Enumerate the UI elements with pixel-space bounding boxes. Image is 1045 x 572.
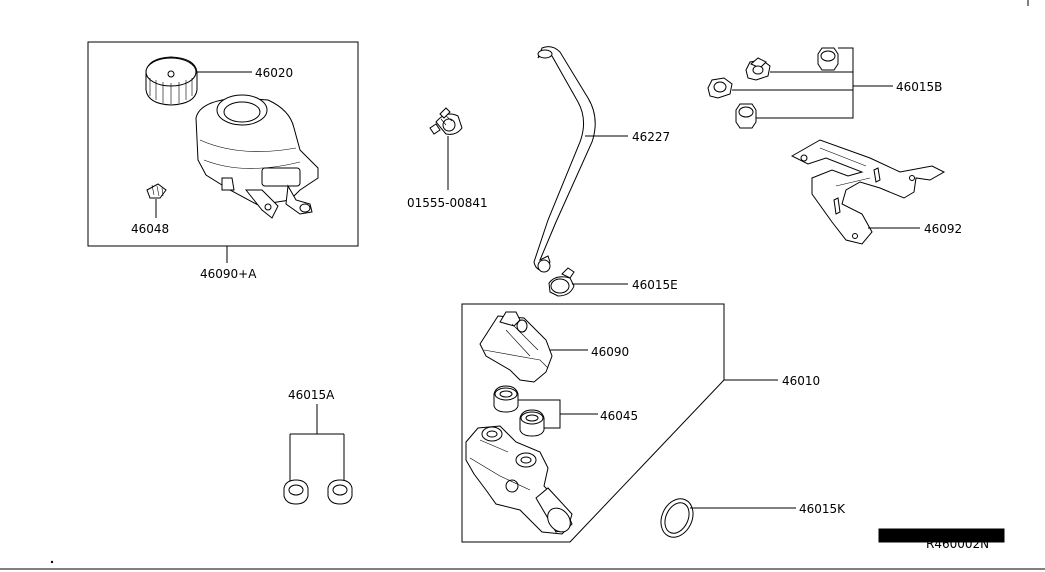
grommet-lower-part[interactable] bbox=[519, 409, 545, 437]
hose-clamp-group: 46015E bbox=[548, 267, 678, 297]
speck bbox=[50, 560, 54, 564]
bracket-group: 46092 bbox=[790, 139, 962, 245]
reservoir-part[interactable] bbox=[479, 311, 553, 383]
master-cylinder-box bbox=[461, 303, 725, 543]
mounting-bracket-part[interactable] bbox=[790, 139, 946, 245]
seal-left-part[interactable] bbox=[283, 479, 309, 505]
oring-part[interactable] bbox=[655, 494, 699, 543]
reservoir-assembly-box bbox=[87, 41, 359, 247]
hose-group: 46227 bbox=[533, 46, 670, 273]
label-clip: 01555-00841 bbox=[407, 196, 488, 210]
flange-nut-part[interactable] bbox=[817, 47, 839, 71]
seals-bracket-line bbox=[289, 404, 345, 484]
master-cylinder-group: 46090 46045 46010 bbox=[461, 303, 820, 543]
label-oring: 46015K bbox=[799, 502, 846, 516]
label-sensor: 46048 bbox=[131, 222, 169, 236]
hose-clip-part[interactable] bbox=[429, 107, 463, 135]
reservoir-assembly-group: 46020 46048 46090+A bbox=[87, 41, 359, 281]
oring-group: 46015K bbox=[655, 494, 846, 543]
label-hose: 46227 bbox=[632, 130, 670, 144]
seals-group: 46015A bbox=[283, 388, 353, 505]
nuts-bracket-line bbox=[756, 47, 854, 119]
hex-nut-lower-part[interactable] bbox=[707, 77, 733, 99]
label-bracket: 46092 bbox=[924, 222, 962, 236]
label-cap: 46020 bbox=[255, 66, 293, 80]
redaction-bar bbox=[878, 528, 1005, 543]
label-seals: 46015A bbox=[288, 388, 335, 402]
label-hose-clamp: 46015E bbox=[632, 278, 678, 292]
grommet-upper-part[interactable] bbox=[493, 385, 519, 413]
label-reservoir: 46090 bbox=[591, 345, 629, 359]
hose-clip-group: 01555-00841 bbox=[407, 107, 488, 210]
seal-right-part[interactable] bbox=[327, 479, 353, 505]
reservoir-body-part[interactable] bbox=[195, 94, 319, 219]
reservoir-cap-part[interactable] bbox=[145, 56, 198, 106]
hose-clamp-part[interactable] bbox=[548, 267, 575, 297]
master-cylinder-body-part[interactable] bbox=[465, 425, 575, 536]
hose-part[interactable] bbox=[533, 46, 596, 273]
nuts-group: 46015B bbox=[707, 47, 942, 129]
flange-nut-lower-part[interactable] bbox=[735, 103, 757, 129]
label-master-cyl: 46010 bbox=[782, 374, 820, 388]
label-grommets: 46045 bbox=[600, 409, 638, 423]
label-reservoir-assy: 46090+A bbox=[200, 267, 257, 281]
hex-nut-upper-part[interactable] bbox=[745, 57, 771, 81]
sensor-clip-part[interactable] bbox=[146, 183, 167, 199]
label-nuts: 46015B bbox=[896, 80, 942, 94]
